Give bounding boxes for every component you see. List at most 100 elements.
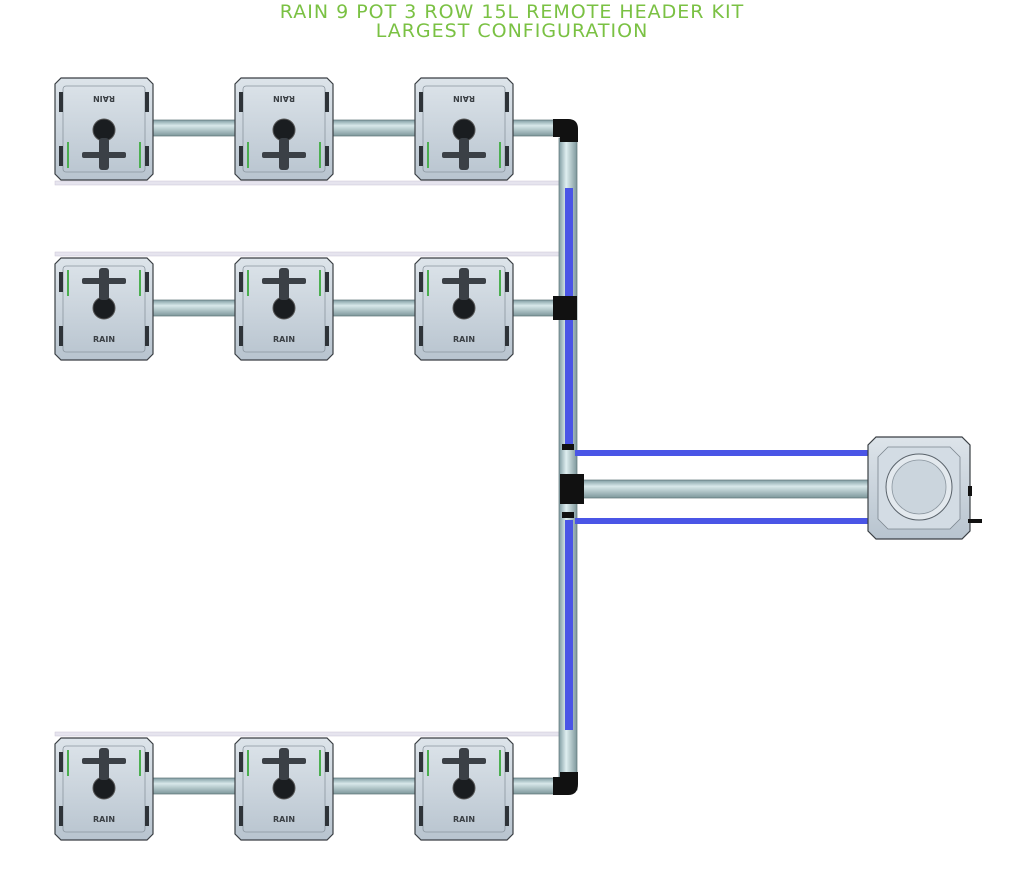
pot-accent bbox=[319, 142, 321, 168]
pot-accent bbox=[499, 750, 501, 776]
pot-clip bbox=[145, 806, 149, 826]
elbow-fitting-top bbox=[553, 119, 578, 142]
pot-accent bbox=[427, 270, 429, 296]
pot-label: RAIN bbox=[273, 815, 295, 824]
pot-clip bbox=[419, 752, 423, 772]
drip-line-row2 bbox=[54, 251, 571, 257]
pot-clip bbox=[419, 146, 423, 166]
pot-accent bbox=[427, 750, 429, 776]
pot-clip bbox=[325, 752, 329, 772]
pot-drain-hole bbox=[452, 296, 476, 320]
pot-label: RAIN bbox=[453, 335, 475, 344]
pot-clip bbox=[419, 272, 423, 292]
pot-drain-hole bbox=[452, 118, 476, 142]
reservoir-tank-tab bbox=[968, 486, 972, 496]
pot-label: RAIN bbox=[273, 94, 295, 103]
pot-drain-bar bbox=[262, 152, 306, 158]
pot-clip bbox=[59, 806, 63, 826]
pot-drain-bar bbox=[442, 278, 486, 284]
pot-accent bbox=[319, 750, 321, 776]
pot-accent bbox=[427, 142, 429, 168]
pot-drain-hole bbox=[272, 296, 296, 320]
pot-accent bbox=[139, 750, 141, 776]
pot-drain-hole bbox=[272, 776, 296, 800]
pot-accent bbox=[247, 142, 249, 168]
pot-rim bbox=[242, 85, 326, 173]
reservoir-tank bbox=[867, 436, 982, 540]
pot-row2-col1: RAIN bbox=[54, 257, 154, 361]
fittings bbox=[553, 119, 584, 795]
reservoir-tank-lid-inner bbox=[891, 459, 947, 515]
connector-top bbox=[562, 444, 574, 450]
pot-drain-bar bbox=[262, 758, 306, 764]
pot-clip bbox=[325, 806, 329, 826]
pot-clip bbox=[505, 146, 509, 166]
pot-clip bbox=[145, 146, 149, 166]
pot-accent bbox=[67, 142, 69, 168]
pot-clip bbox=[505, 326, 509, 346]
pot-rim bbox=[62, 265, 146, 353]
pot-clip bbox=[145, 92, 149, 112]
pot-accent bbox=[319, 270, 321, 296]
pot-drain-bar bbox=[442, 758, 486, 764]
pot-accent bbox=[247, 270, 249, 296]
elbow-fitting-bottom bbox=[553, 772, 578, 795]
pot-drain-bar bbox=[262, 278, 306, 284]
pot-row2-col3: RAIN bbox=[414, 257, 514, 361]
row-pipes bbox=[149, 119, 871, 795]
pot-clip bbox=[505, 806, 509, 826]
pot-clip bbox=[325, 326, 329, 346]
feed-line-upper bbox=[575, 450, 870, 456]
pot-drain-hole bbox=[272, 118, 296, 142]
pot-drain-bar bbox=[82, 278, 126, 284]
pot-clip bbox=[145, 272, 149, 292]
drip-line-row3 bbox=[54, 731, 571, 737]
pot-row1-col3: RAIN bbox=[414, 77, 514, 181]
pot-drain-bar bbox=[82, 152, 126, 158]
connector-bottom bbox=[562, 512, 574, 518]
feed-line-lower bbox=[575, 518, 870, 524]
pot-row3-col3: RAIN bbox=[414, 737, 514, 841]
pot-clip bbox=[59, 752, 63, 772]
pot-clip bbox=[505, 752, 509, 772]
pot-accent bbox=[67, 270, 69, 296]
pot-rim bbox=[62, 745, 146, 833]
pot-clip bbox=[239, 146, 243, 166]
pot-label: RAIN bbox=[93, 335, 115, 344]
tee-fitting-middle bbox=[553, 296, 577, 320]
pot-rim bbox=[62, 85, 146, 173]
pot-row1-col2: RAIN bbox=[234, 77, 334, 181]
pot-drain-hole bbox=[92, 776, 116, 800]
pots-group: RAIN RAIN RAIN RAIN RAIN RAIN RAIN RAIN RAIN bbox=[54, 77, 514, 841]
pot-clip bbox=[145, 326, 149, 346]
pot-row3-col2: RAIN bbox=[234, 737, 334, 841]
pot-row3-col1: RAIN bbox=[54, 737, 154, 841]
pot-clip bbox=[325, 92, 329, 112]
pot-accent bbox=[139, 142, 141, 168]
pot-clip bbox=[325, 146, 329, 166]
feed-lines bbox=[565, 188, 870, 730]
pipe-to-tank bbox=[579, 479, 871, 499]
pot-clip bbox=[505, 272, 509, 292]
pot-clip bbox=[239, 806, 243, 826]
pot-drain-bar bbox=[442, 152, 486, 158]
pot-clip bbox=[59, 272, 63, 292]
pot-label: RAIN bbox=[273, 335, 295, 344]
pot-clip bbox=[419, 806, 423, 826]
pot-clip bbox=[419, 92, 423, 112]
pot-row2-col2: RAIN bbox=[234, 257, 334, 361]
pot-accent bbox=[499, 270, 501, 296]
pot-clip bbox=[239, 326, 243, 346]
pot-clip bbox=[239, 92, 243, 112]
pot-label: RAIN bbox=[453, 815, 475, 824]
pot-label: RAIN bbox=[453, 94, 475, 103]
pot-clip bbox=[419, 326, 423, 346]
pot-row1-col1: RAIN bbox=[54, 77, 154, 181]
cross-fitting-main bbox=[560, 474, 584, 504]
feed-line-vertical-bottom bbox=[565, 520, 573, 730]
drip-line-row1 bbox=[54, 180, 571, 186]
pot-rim bbox=[422, 745, 506, 833]
pot-label: RAIN bbox=[93, 94, 115, 103]
diagram-title-line1: RAIN 9 POT 3 ROW 15L REMOTE HEADER KIT bbox=[279, 1, 745, 23]
